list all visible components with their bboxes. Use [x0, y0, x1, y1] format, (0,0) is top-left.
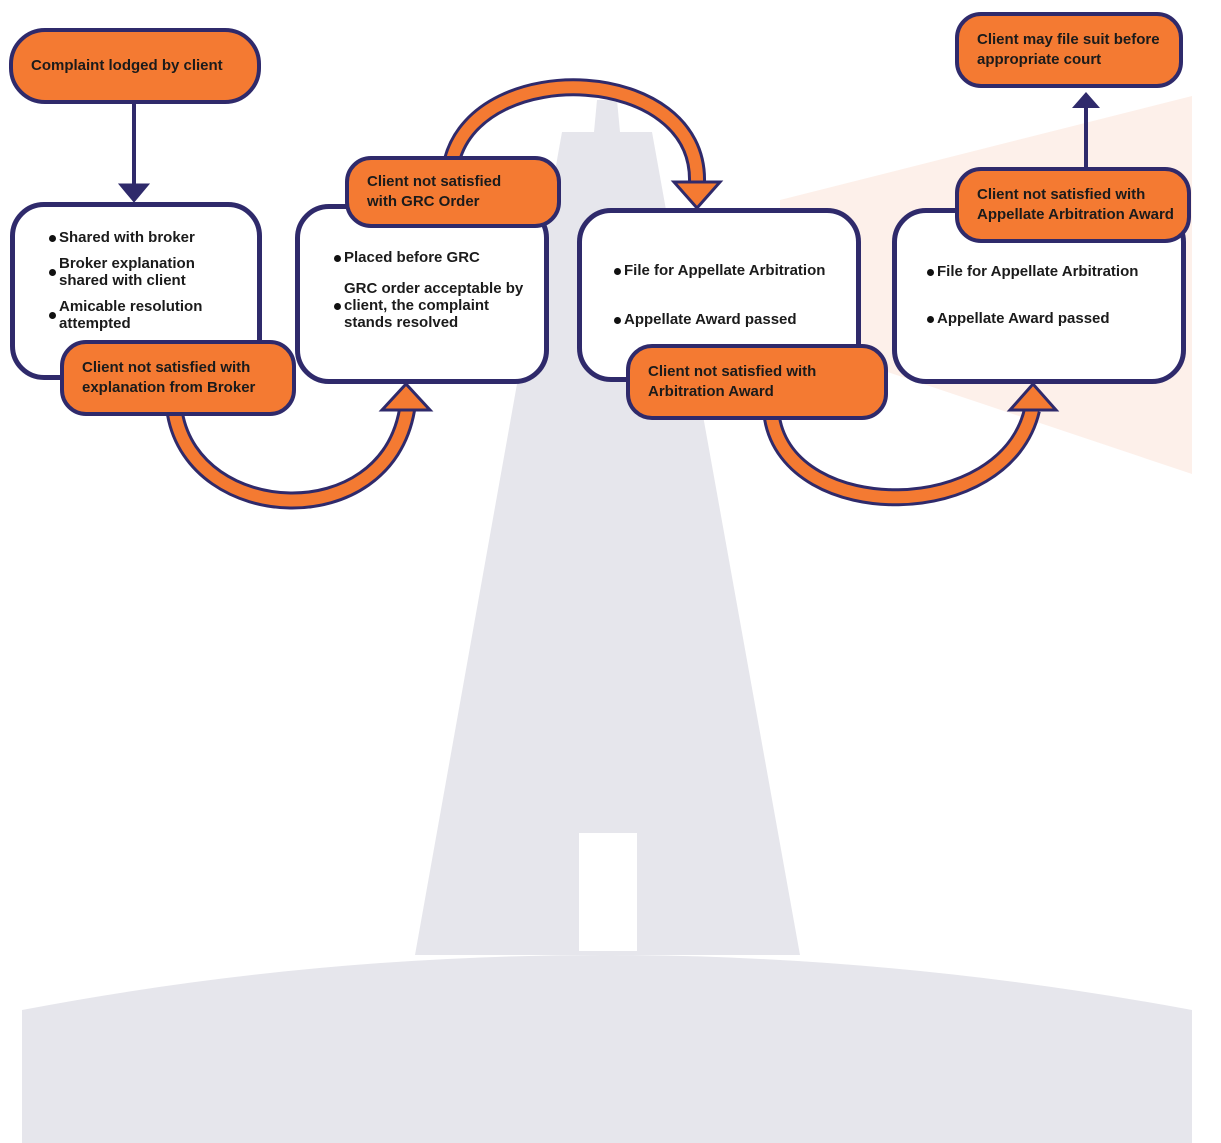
escalation-line: Arbitration Award — [648, 383, 774, 400]
stage3-item: Appellate Award passed — [614, 311, 846, 328]
lighthouse-tower — [415, 100, 800, 955]
stage4-item: File for Appellate Arbitration — [927, 263, 1171, 280]
escalation-line: Appellate Arbitration Award — [977, 206, 1174, 223]
escalation-line: with GRC Order — [367, 193, 480, 210]
stage1-escalation: Client not satisfied with explanation fr… — [60, 340, 296, 416]
start-label: Complaint lodged by client — [31, 57, 223, 74]
escalation-line: Client not satisfied with — [82, 359, 251, 376]
end-node: Client may file suit before appropriate … — [955, 12, 1183, 88]
lighthouse-ground — [22, 955, 1192, 1143]
stage2-item: GRC order acceptable by client, the comp… — [334, 280, 529, 331]
stage1-item: Broker explanation shared with client — [49, 255, 219, 289]
start-node: Complaint lodged by client — [9, 28, 261, 104]
stage1-list: Shared with broker Broker explanation sh… — [49, 229, 247, 332]
end-line: Client may file suit before — [977, 31, 1160, 48]
stage2-list: Placed before GRC GRC order acceptable b… — [334, 249, 534, 331]
stage2-box: Placed before GRC GRC order acceptable b… — [295, 204, 549, 384]
stage4-item: Appellate Award passed — [927, 310, 1171, 327]
stage4-escalation: Client not satisfied with Appellate Arbi… — [955, 167, 1191, 243]
stage3-escalation: Client not satisfied with Arbitration Aw… — [626, 344, 888, 420]
lighthouse-door — [579, 833, 637, 951]
escalation-line: Client not satisfied with — [648, 363, 817, 380]
stage3-list: File for Appellate Arbitration Appellate… — [614, 262, 846, 328]
escalation-line: Client not satisfied with — [977, 186, 1146, 203]
stage2-escalation: Client not satisfied with GRC Order — [345, 156, 561, 228]
stage1-item: Amicable resolution attempted — [49, 298, 234, 332]
stage1-item: Shared with broker — [49, 229, 247, 246]
stage3-item: File for Appellate Arbitration — [614, 262, 846, 279]
escalation-line: Client not satisfied — [367, 173, 502, 190]
stage4-list: File for Appellate Arbitration Appellate… — [927, 263, 1171, 327]
stage2-item: Placed before GRC — [334, 249, 534, 266]
end-line: appropriate court — [977, 51, 1102, 68]
escalation-line: explanation from Broker — [82, 379, 256, 396]
